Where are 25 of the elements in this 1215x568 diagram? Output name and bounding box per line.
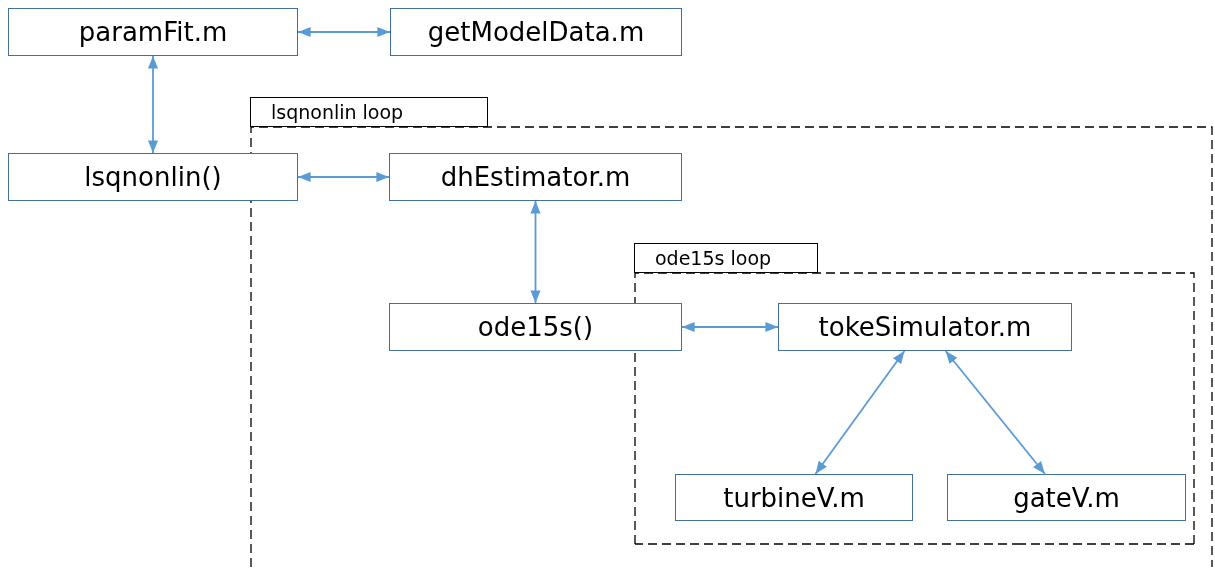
file-name: ode15s() — [477, 312, 594, 342]
double-arrow — [530, 200, 541, 304]
double-arrow — [814, 350, 906, 475]
file-box — [390, 8, 682, 56]
double-arrow — [297, 26, 391, 38]
loop-label: lsqnonlin loop — [271, 101, 404, 123]
file-name: tokeSimulator.m — [818, 312, 1032, 342]
double-arrow — [944, 350, 1046, 475]
double-arrow — [681, 321, 779, 333]
file-name: getModelData.m — [427, 17, 645, 47]
loop-label: ode15s loop — [655, 247, 772, 269]
double-arrow — [147, 55, 159, 154]
file-name: paramFit.m — [78, 17, 228, 47]
file-name: gateV.m — [1013, 482, 1120, 513]
file-name: turbineV.m — [723, 482, 865, 513]
file-box — [778, 303, 1072, 351]
function-box — [8, 153, 298, 201]
function-box — [389, 303, 682, 351]
file-box — [947, 474, 1186, 521]
file-box — [8, 8, 298, 56]
file-box — [389, 153, 682, 201]
double-arrow — [297, 171, 390, 183]
file-name: lsqnonlin() — [84, 162, 222, 192]
file-box — [675, 474, 913, 521]
file-name: dhEstimator.m — [440, 162, 631, 192]
